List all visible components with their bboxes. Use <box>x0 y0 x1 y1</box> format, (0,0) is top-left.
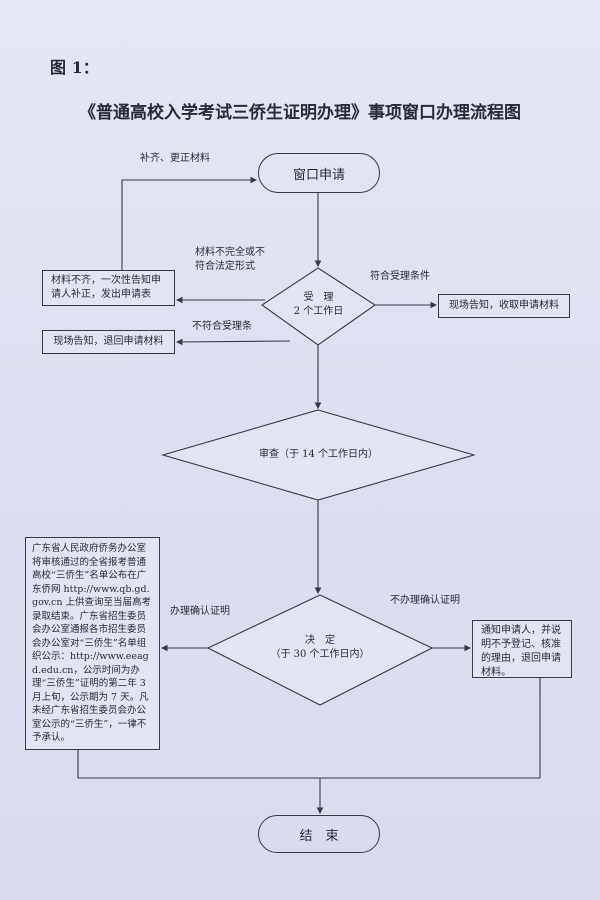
review-decision: 审查（于 14 个工作日内） <box>258 449 379 460</box>
accept-decision: 受 理 2 个工作日 <box>262 291 375 319</box>
accept-label: 受 理 <box>303 292 334 303</box>
decide-label: 决 定 <box>305 635 335 646</box>
edge-label-confirm: 办理确认证明 <box>170 606 230 617</box>
receive-materials-box: 现场告知，收取申请材料 <box>438 294 570 318</box>
publish-list-box: 广东省人民政府侨务办公室将审核通过的全省报考普通高校“三侨生”名单公布在广东侨网… <box>25 537 160 750</box>
accept-duration: 2 个工作日 <box>293 306 344 317</box>
edge-label-incomplete: 材料不完全或不符合法定形式 <box>195 247 265 272</box>
reject-materials-box: 现场告知，退回申请材料 <box>42 330 175 354</box>
edge-label-resubmit: 补齐、更正材料 <box>140 153 210 164</box>
deny-notice-box: 通知申请人，并说明不予登记、核准的理由，退回申请材料。 <box>472 620 572 678</box>
incomplete-materials-box: 材料不齐，一次性告知申请人补正，发出申请表 <box>42 270 175 306</box>
edge-label-not-meets: 不符合受理条 <box>192 321 252 332</box>
final-decision: 决 定 （于 30 个工作日内） <box>208 634 432 662</box>
edge-label-not-confirm: 不办理确认证明 <box>390 595 460 606</box>
end-node: 结 束 <box>258 815 380 853</box>
figure-label: 图 1： <box>50 58 99 77</box>
start-node: 窗口申请 <box>258 153 380 193</box>
page-title: 《普通高校入学考试三侨生证明办理》事项窗口办理流程图 <box>79 103 521 123</box>
decide-duration: （于 30 个工作日内） <box>270 649 370 660</box>
edge-label-meets: 符合受理条件 <box>370 271 430 282</box>
